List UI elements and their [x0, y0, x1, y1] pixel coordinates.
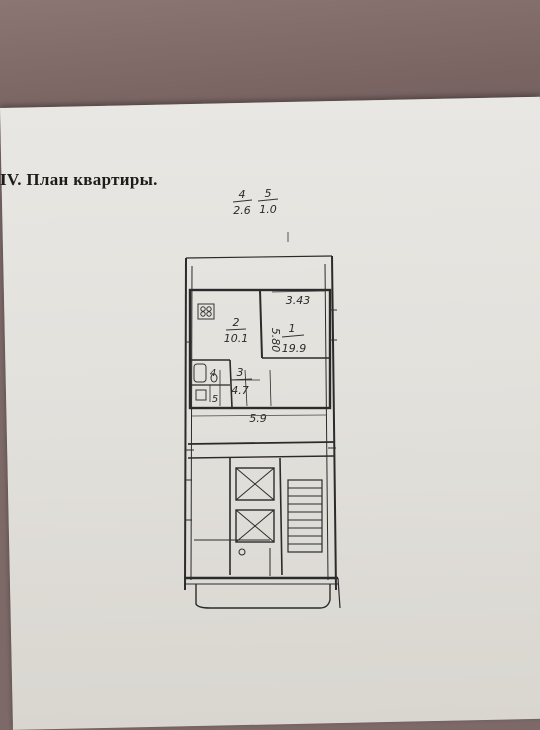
header-fraction-5: 5 1.0	[257, 187, 279, 216]
dimension-top-width: 3.43	[286, 294, 311, 307]
svg-text:5: 5	[212, 394, 218, 405]
svg-text:1.0: 1.0	[259, 203, 277, 216]
svg-text:2.6: 2.6	[233, 204, 251, 217]
room-2-label: 2 10.1	[224, 316, 249, 345]
floor-plan: 4 2.6 5 1.0	[184, 187, 341, 609]
svg-text:1: 1	[289, 322, 296, 335]
stairwell	[186, 457, 323, 576]
header-fraction-4: 4 2.6	[232, 188, 253, 217]
room-4-label: 4	[210, 368, 216, 379]
svg-text:5: 5	[265, 187, 272, 200]
corridor	[186, 441, 336, 459]
room-1-label: 1 19.9	[282, 322, 307, 355]
svg-text:3: 3	[237, 366, 244, 379]
dimension-vertical: 5.80	[269, 328, 282, 353]
bathtub-icon	[193, 363, 207, 383]
room-5-label: 5	[212, 394, 218, 405]
section-heading: IV. План квартиры.	[0, 170, 158, 189]
svg-text:4: 4	[239, 188, 246, 201]
sink-icon	[195, 389, 207, 401]
room-3-label: 3 4.7	[229, 366, 253, 397]
dimension-bottom-width: 5.9	[249, 412, 267, 425]
svg-text:10.1: 10.1	[224, 332, 249, 345]
balcony	[184, 576, 341, 609]
svg-text:4.7: 4.7	[231, 384, 249, 397]
toilet-icon	[210, 373, 218, 383]
stove-icon	[197, 303, 215, 320]
outer-walls	[184, 255, 337, 591]
svg-text:4: 4	[210, 368, 216, 379]
apartment	[188, 288, 332, 410]
svg-text:2: 2	[233, 316, 240, 329]
svg-text:19.9: 19.9	[282, 342, 307, 355]
